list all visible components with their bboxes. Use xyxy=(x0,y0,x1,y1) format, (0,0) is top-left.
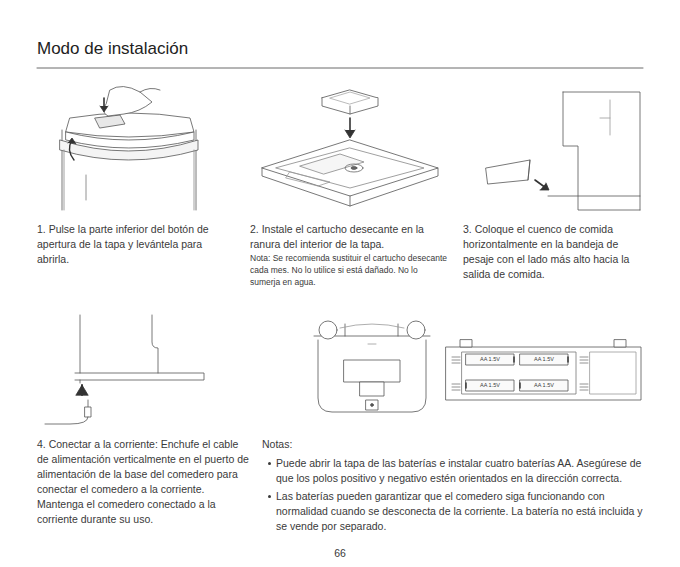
bullet-dot xyxy=(268,495,271,498)
title-rule xyxy=(37,68,643,69)
notes-heading: Notas: xyxy=(262,437,362,452)
page-title: Modo de instalación xyxy=(37,38,188,60)
note-text: Puede abrir la tapa de las baterías e in… xyxy=(276,456,646,486)
power-figure xyxy=(45,315,204,424)
page-number: 66 xyxy=(320,546,360,561)
battery-label: AA 1.5V xyxy=(521,355,567,364)
step-caption: 2. Instale el cartucho desecante en la r… xyxy=(250,222,450,252)
food-bowl-figure xyxy=(486,92,640,210)
note-text: Nota: Se recomienda sustituir el cartuch… xyxy=(250,252,450,288)
desiccant-figure xyxy=(262,90,438,206)
bullet-dot xyxy=(268,462,271,465)
note-text: Las baterías pueden garantizar que el co… xyxy=(276,489,646,534)
step-caption: 1. Pulse la parte inferior del botón de … xyxy=(37,222,237,267)
step-caption: 3. Coloque el cuenco de comida horizonta… xyxy=(463,222,648,282)
step-caption: 4. Conectar a la corriente: Enchufe el c… xyxy=(37,437,249,527)
battery-compartment-figure xyxy=(446,340,641,400)
lid-opening-figure xyxy=(60,86,198,210)
battery-label: AA 1.5V xyxy=(521,381,567,390)
battery-label: AA 1.5V xyxy=(467,355,513,364)
battery-label: AA 1.5V xyxy=(467,381,513,390)
underside-figure xyxy=(314,321,430,412)
